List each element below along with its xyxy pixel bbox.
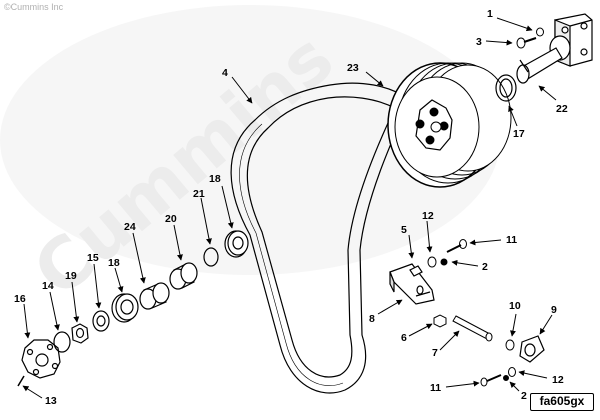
callout-6: 6 xyxy=(401,332,407,344)
copyright-text: ©Cummins Inc xyxy=(4,2,64,12)
seal-ring xyxy=(495,74,517,102)
callout-7: 7 xyxy=(432,347,438,359)
callout-21: 21 xyxy=(193,188,205,200)
belt-pulley xyxy=(387,62,512,188)
callout-4: 4 xyxy=(222,67,228,79)
callout-24: 24 xyxy=(124,221,136,233)
callout-2a: 2 xyxy=(482,261,488,273)
idler-arm-9 xyxy=(519,335,545,363)
callout-23: 23 xyxy=(347,62,359,74)
washer-12b xyxy=(508,367,516,377)
shaft-assembly xyxy=(516,13,593,84)
nut-2b xyxy=(503,375,509,381)
callout-5: 5 xyxy=(401,224,407,236)
bearing-18a xyxy=(111,293,139,323)
snap-ring-21 xyxy=(203,247,219,267)
capscrew-11a xyxy=(446,239,467,253)
callout-14: 14 xyxy=(42,280,54,292)
flange-screw xyxy=(17,375,25,387)
hex-nut xyxy=(71,323,89,344)
callout-11a: 11 xyxy=(506,234,517,246)
callout-12a: 12 xyxy=(422,210,434,222)
pivot-pin-7 xyxy=(452,315,493,342)
nut-6 xyxy=(433,314,447,328)
nut-2a xyxy=(440,258,448,266)
callout-22: 22 xyxy=(556,103,568,115)
callout-12b: 12 xyxy=(552,374,564,386)
callout-17: 17 xyxy=(513,128,525,140)
callout-19: 19 xyxy=(65,270,77,282)
spacer-5 xyxy=(409,265,423,277)
callout-labels: 1 3 22 17 23 4 12 5 11 2 8 6 7 10 9 12 2… xyxy=(14,8,568,407)
callout-8: 8 xyxy=(369,313,375,325)
spacer-24 xyxy=(139,282,170,310)
callout-3: 3 xyxy=(476,36,482,48)
shaft-capscrew xyxy=(516,27,544,49)
spacer-20 xyxy=(169,262,198,290)
drive-belt xyxy=(230,82,411,394)
pulley-flange xyxy=(21,339,61,379)
callout-2b: 2 xyxy=(521,390,527,402)
watermark: Cummins xyxy=(0,5,500,313)
callout-9: 9 xyxy=(551,304,557,316)
bearing-18b xyxy=(224,230,249,258)
washer-10 xyxy=(505,339,515,351)
capscrew-11b xyxy=(480,374,502,387)
callout-1: 1 xyxy=(487,8,493,20)
washer-12a xyxy=(427,256,437,268)
callout-15: 15 xyxy=(87,252,99,264)
washer-15 xyxy=(92,310,110,332)
snap-ring-14 xyxy=(53,331,71,353)
leader-lines xyxy=(22,17,557,399)
callout-10: 10 xyxy=(509,300,521,312)
callout-16: 16 xyxy=(14,293,26,305)
callout-20: 20 xyxy=(165,213,177,225)
callout-13: 13 xyxy=(45,395,57,407)
callout-11b: 11 xyxy=(430,382,441,394)
figure-id-label: fa605gx xyxy=(530,393,594,411)
bracket-8 xyxy=(389,263,435,305)
callout-18b: 18 xyxy=(209,173,221,185)
callout-18a: 18 xyxy=(108,257,120,269)
